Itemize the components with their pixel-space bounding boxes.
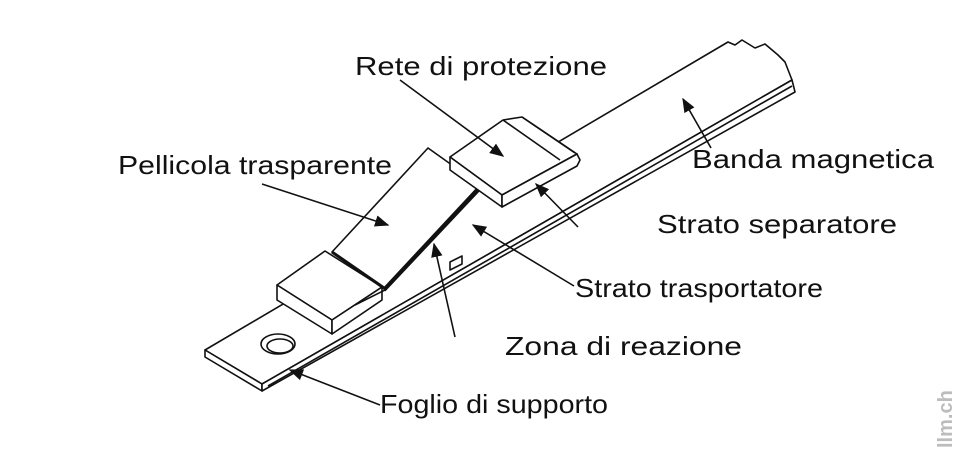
watermark: llm.ch [935, 390, 957, 448]
arrow-banda [682, 97, 712, 149]
arrow-separatore [534, 182, 579, 228]
arrow-trasportatore [471, 224, 575, 287]
label-foglio-di-supporto: Foglio di supporto [380, 389, 608, 419]
left-pad [276, 250, 383, 335]
arrow-zona [431, 242, 456, 338]
label-pellicola-trasparente: Pellicola trasparente [118, 150, 392, 180]
arrow-rete [399, 79, 505, 157]
label-strato-trasportatore: Strato trasportatore [575, 273, 823, 303]
label-banda-magnetica: Banda magnetica [692, 144, 935, 174]
label-zona-di-reazione: Zona di reazione [505, 331, 742, 361]
arrow-pellicola [261, 183, 390, 227]
protection-mesh [449, 116, 581, 208]
reaction-zone [354, 185, 483, 306]
arrow-foglio [288, 369, 381, 406]
leader-arrows [261, 79, 712, 406]
label-rete-di-protezione: Rete di protezione [355, 51, 607, 81]
label-strato-separatore: Strato separatore [657, 209, 897, 239]
